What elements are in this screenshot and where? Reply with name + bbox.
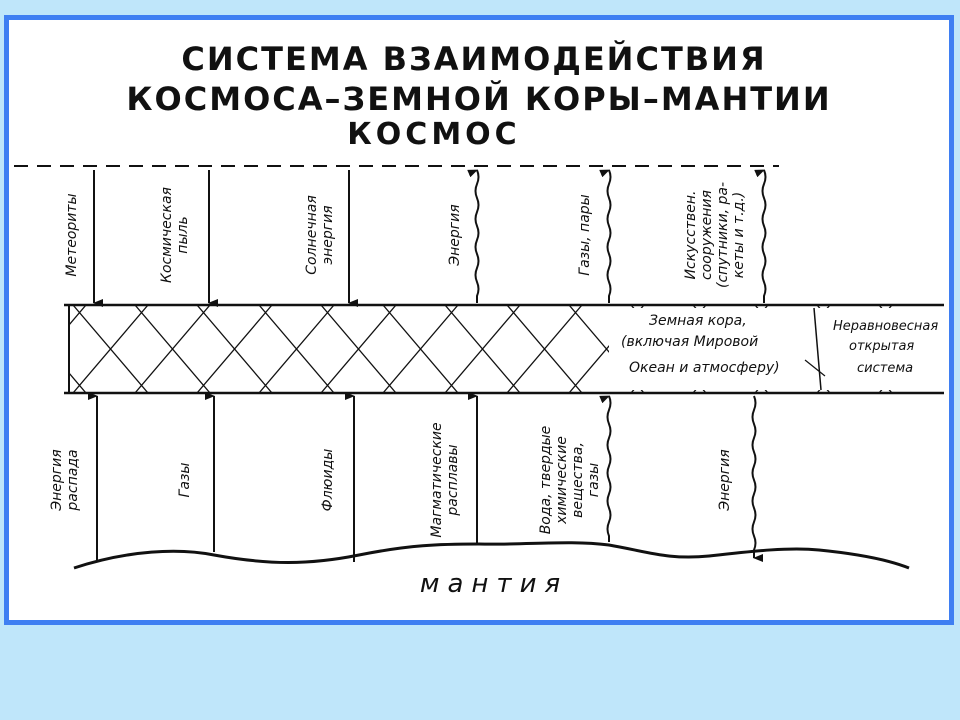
lower-flow-6-label: Энергия: [717, 449, 733, 511]
mantle-label: мантия: [420, 569, 568, 599]
upper-flow-2-label: Космическаяпыль: [159, 187, 191, 283]
upper-flow-6-label-line-4: кеты и т.д.): [731, 192, 747, 278]
lower-flow-6: Энергия: [717, 395, 763, 562]
upper-flow-1-label-line-1: Метеориты: [64, 193, 80, 276]
lower-flow-5-label-line-2: химические: [554, 436, 570, 525]
upper-flow-6-label: Искусствен.сооружения(спутники, ра-кеты …: [683, 182, 747, 288]
lower-flow-4-label-line-2: расплавы: [445, 444, 461, 516]
upper-flow-4-arrow: [467, 169, 480, 303]
upper-flow-4-label: Энергия: [447, 204, 463, 266]
upper-flow-3-label: Солнечнаяэнергия: [304, 195, 336, 274]
upper-flow-4-label-line-1: Энергия: [447, 204, 463, 266]
open-system-line-3: система: [857, 361, 913, 376]
lower-flow-5-label: Вода, твердыехимическиевещества,газы: [538, 426, 602, 535]
lower-flow-3: Флюиды: [320, 392, 355, 562]
crust-label-area: [609, 308, 939, 390]
upper-flow-2-label-line-2: пыль: [175, 216, 191, 253]
lower-flow-5-label-line-1: Вода, твердые: [538, 426, 554, 535]
crust-band: Земная кора, (включая Мировой Океан и ат…: [64, 303, 944, 395]
lower-flow-3-label: Флюиды: [320, 449, 336, 512]
lower-flow-4-label-line-1: Магматические: [429, 422, 445, 537]
crust-label-line-2: (включая Мировой: [621, 334, 758, 350]
upper-flow-3-label-line-2: энергия: [320, 205, 336, 264]
upper-flow-6-label-line-3: (спутники, ра-: [715, 182, 731, 288]
open-system-line-2: открытая: [849, 339, 914, 354]
mantle-boundary-line: [73, 541, 910, 570]
lower-flow-2: Газы: [177, 392, 215, 552]
upper-flow-1-label: Метеориты: [64, 193, 80, 276]
upper-flow-4: Энергия: [447, 169, 480, 303]
lower-flow-4-label: Магматическиерасплавы: [429, 422, 461, 537]
lower-flow-5: Вода, твердыехимическиевещества,газы: [538, 395, 612, 542]
diagram-title-line2: КОСМОСА–ЗЕМНОЙ КОРЫ–МАНТИИ: [126, 80, 831, 118]
upper-flow-6-label-line-2: сооружения: [699, 190, 715, 280]
upper-flow-5-label-line-1: Газы, пары: [577, 194, 593, 275]
upper-flow-5-label: Газы, пары: [577, 194, 593, 275]
upper-flow-5-arrow: [599, 169, 612, 303]
lower-flow-1-label-line-1: Энергия: [49, 449, 65, 511]
crust-label-line-1: Земная кора,: [649, 313, 747, 329]
lower-flow-2-label: Газы: [177, 463, 193, 498]
open-system-label: Неравновесная открытая система: [833, 319, 942, 376]
lower-flow-6-label-line-1: Энергия: [717, 449, 733, 511]
cosmos-crust-mantle-diagram: СИСТЕМА ВЗАИМОДЕЙСТВИЯ КОСМОСА–ЗЕМНОЙ КО…: [14, 40, 944, 599]
upper-flow-2: Космическаяпыль: [159, 170, 218, 307]
lower-flow-1-label-line-2: распада: [65, 449, 81, 511]
upper-flow-2-label-line-1: Космическая: [159, 187, 175, 283]
slide-frame: СИСТЕМА ВЗАИМОДЕЙСТВИЯ КОСМОСА–ЗЕМНОЙ КО…: [4, 15, 954, 625]
upper-flow-6-label-line-1: Искусствен.: [683, 191, 699, 280]
upper-flow-5: Газы, пары: [577, 169, 612, 303]
lower-flow-5-label-line-4: газы: [586, 463, 602, 497]
lower-flow-2-label-line-1: Газы: [177, 463, 193, 498]
crust-label: Земная кора, (включая Мировой Океан и ат…: [621, 313, 780, 376]
cosmos-label: КОСМОС: [347, 117, 520, 152]
upper-flow-6-arrow: [754, 169, 767, 303]
lower-flow-1-label: Энергияраспада: [49, 449, 81, 511]
lower-flow-5-arrow: [599, 395, 612, 542]
lower-flow-3-label-line-1: Флюиды: [320, 449, 336, 512]
lower-flow-4: Магматическиерасплавы: [429, 392, 478, 545]
flow-arrows: Метеориты Космическаяпыль Солнечнаяэнергия…: [49, 169, 767, 562]
lower-flow-6-arrow: [751, 395, 763, 562]
diagram-title-line1: СИСТЕМА ВЗАИМОДЕЙСТВИЯ: [181, 40, 766, 78]
crust-label-line-3: Океан и атмосферу): [629, 360, 780, 376]
lower-flow-5-label-line-3: вещества,: [570, 442, 586, 518]
open-system-line-1: Неравновесная: [833, 319, 938, 334]
upper-flow-6: Искусствен.сооружения(спутники, ра-кеты …: [683, 169, 767, 303]
upper-flow-3: Солнечнаяэнергия: [304, 170, 358, 307]
upper-flow-1: Метеориты: [64, 170, 103, 307]
lower-flow-1: Энергияраспада: [49, 392, 98, 560]
upper-flow-3-label-line-1: Солнечная: [304, 195, 320, 274]
